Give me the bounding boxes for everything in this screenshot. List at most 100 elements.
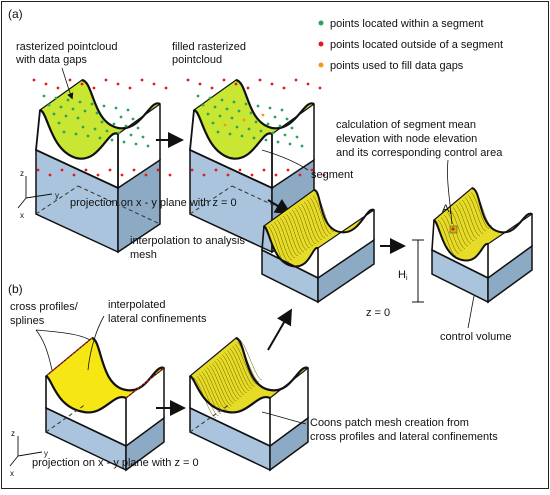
arrow-up-to-interp <box>267 308 293 351</box>
outside-point <box>250 173 254 177</box>
mesh-line <box>273 221 293 261</box>
outside-point <box>210 86 214 90</box>
mesh-line <box>303 201 323 241</box>
label-coons-2: cross profiles and lateral confinements <box>310 431 498 443</box>
mesh-line <box>270 223 290 263</box>
inside-point <box>119 115 123 119</box>
outside-point <box>270 82 274 86</box>
outside-point <box>234 82 238 86</box>
leader-cross-a <box>35 329 53 371</box>
legend-dot-outside <box>318 41 324 47</box>
outside-point <box>36 168 40 172</box>
mesh-line <box>209 365 232 406</box>
mesh-line <box>239 339 263 381</box>
inside-point <box>220 98 224 102</box>
inside-point <box>81 125 85 129</box>
inside-point <box>268 106 272 110</box>
outside-point <box>322 173 326 177</box>
label-area: Ai <box>442 203 451 216</box>
outside-point <box>156 168 160 172</box>
label-filled-2: pointcloud <box>172 54 222 66</box>
inside-point <box>266 122 270 126</box>
inside-point <box>74 132 78 136</box>
mesh-line <box>470 192 490 229</box>
outside-point <box>104 78 108 82</box>
block-coons <box>188 336 310 472</box>
outside-point <box>72 173 76 177</box>
mesh-line <box>204 369 227 410</box>
label-projection-a: projection on x - y plane with z = 0 <box>70 197 237 209</box>
label-lat-1: interpolated <box>108 299 166 311</box>
outside-point <box>44 82 48 86</box>
outside-point <box>274 173 278 177</box>
outside-point <box>258 78 262 82</box>
inside-point <box>273 115 277 119</box>
mesh-line <box>449 209 469 247</box>
inside-point <box>59 105 63 109</box>
outside-point <box>60 168 64 172</box>
mesh-line <box>297 205 317 245</box>
mesh-line <box>276 219 296 259</box>
label-interp-1: interpolation to analysis <box>130 235 245 247</box>
inside-point <box>141 135 145 139</box>
outside-point <box>96 173 100 177</box>
arrow-to-interp <box>267 198 292 215</box>
inside-point <box>280 108 284 112</box>
inside-point <box>102 104 106 108</box>
label-segment: segment <box>311 169 353 181</box>
inside-point <box>122 140 126 144</box>
inside-point <box>290 126 294 130</box>
axis-y-a: y <box>55 191 59 200</box>
label-calc-1: calculation of segment mean <box>336 119 476 131</box>
label-rasterized-2: with data gaps <box>15 54 87 66</box>
inside-point <box>271 131 275 135</box>
inside-point <box>136 126 140 130</box>
mesh-line <box>224 352 247 393</box>
inside-point <box>247 127 251 131</box>
inside-point <box>93 127 97 131</box>
outside-point <box>144 173 148 177</box>
mesh-line <box>288 211 308 251</box>
mesh-line <box>461 199 481 237</box>
inside-point <box>201 103 205 107</box>
inside-point <box>71 107 75 111</box>
mesh-line <box>198 373 222 415</box>
block-rasterized <box>32 78 172 254</box>
label-height: Hi <box>398 269 408 282</box>
axes-a: z y x <box>17 169 59 220</box>
outside-point <box>92 86 96 90</box>
inside-point <box>285 117 289 121</box>
inside-point <box>249 111 253 115</box>
mesh-line <box>234 344 258 385</box>
node-point <box>451 227 455 231</box>
mesh-lines-coons <box>193 339 263 419</box>
inside-point <box>278 124 282 128</box>
mesh-line <box>309 197 329 237</box>
inside-point <box>300 144 304 148</box>
legend-dot-fill <box>318 62 324 68</box>
mesh-line <box>229 348 252 389</box>
legend-dot-inside <box>318 20 324 26</box>
label-calc-3: and its corresponding control area <box>336 147 503 159</box>
outside-point <box>168 173 172 177</box>
inside-point <box>225 107 229 111</box>
outside-point <box>152 82 156 86</box>
outside-point <box>140 78 144 82</box>
mesh-line <box>285 213 305 253</box>
mesh-line <box>440 217 460 254</box>
leader-coons <box>261 411 307 425</box>
inside-point <box>264 138 268 142</box>
inside-point <box>240 134 244 138</box>
outside-point <box>190 168 194 172</box>
outside-point <box>108 168 112 172</box>
inside-point <box>42 94 46 98</box>
outside-point <box>246 86 250 90</box>
mesh-line <box>279 217 299 257</box>
mesh-line <box>196 375 219 417</box>
inside-point <box>54 96 58 100</box>
inside-point <box>244 102 248 106</box>
label-coons-1: Coons patch mesh creation from <box>310 417 469 429</box>
inside-point <box>129 133 133 137</box>
